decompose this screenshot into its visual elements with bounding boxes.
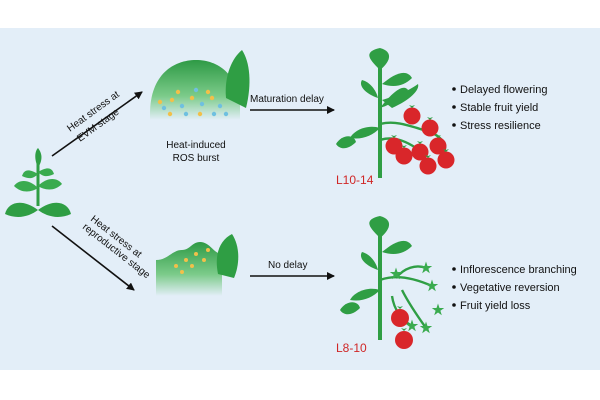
ros-dot (217, 103, 223, 109)
tomato-fruit (437, 151, 455, 169)
outcome-item: Delayed flowering (460, 84, 547, 96)
ros-dot (209, 95, 215, 101)
ros-dot (183, 111, 189, 117)
diagram-canvas: Heat stress at EVM stage Heat stress at … (0, 28, 600, 370)
ros-dot (161, 105, 167, 111)
tomato-fruit (411, 143, 429, 161)
ros-dot (211, 111, 217, 117)
flower-star (425, 279, 439, 292)
outcome-item: Stress resilience (460, 120, 541, 132)
ros-dot (205, 89, 211, 95)
ros-dot (197, 111, 203, 117)
bullet-dot (452, 285, 456, 289)
ros-dots (157, 87, 229, 117)
shoot-caption-line1: Heat-induced (166, 140, 225, 151)
flower-star (419, 321, 433, 334)
fruit-calyx (401, 145, 407, 148)
bullet-dot (452, 303, 456, 307)
flower-star (431, 303, 445, 316)
tomato-fruit (419, 157, 437, 175)
ros-dot (175, 89, 181, 95)
timing-label-top: Maturation delay (250, 94, 324, 105)
arrow-to-evm (51, 91, 143, 157)
flower-stars-bottom (389, 261, 445, 334)
ros-dot (189, 95, 195, 101)
ros-dot (167, 111, 173, 117)
bullet-dot (452, 87, 456, 91)
fruit-calyx (443, 149, 449, 152)
flower-star (389, 267, 403, 280)
fruit-calyx (427, 117, 433, 120)
arrow-to-reproductive (51, 225, 135, 291)
tomato-fruits-bottom (391, 306, 413, 349)
outcome-item: Inflorescence branching (460, 264, 577, 276)
seedling-icon (5, 148, 71, 217)
bullet-dot (452, 267, 456, 271)
timing-label-bottom: No delay (268, 260, 307, 271)
tomato-plant-bottom-icon (340, 216, 433, 340)
ros-dot (193, 87, 199, 93)
ros-dot (223, 111, 229, 117)
outcomes-top: Delayed flowering Stable fruit yield Str… (452, 84, 547, 132)
ros-dot (199, 101, 205, 107)
tomato-fruit (385, 137, 403, 155)
outcome-item: Vegetative reversion (460, 282, 560, 294)
bullet-dot (452, 105, 456, 109)
tomato-fruit (429, 137, 447, 155)
flower-star (405, 319, 419, 332)
diagram-svg: Heat stress at EVM stage Heat stress at … (5, 48, 577, 355)
outcome-item: Stable fruit yield (460, 102, 538, 114)
shoot-apex-reproductive-icon (156, 234, 239, 296)
outcome-item: Fruit yield loss (460, 300, 531, 312)
outcomes-bottom: Inflorescence branching Vegetative rever… (452, 264, 577, 312)
tomato-fruit (403, 107, 421, 125)
bullet-dot (452, 123, 456, 127)
tomato-fruits-top (385, 105, 455, 175)
fruit-calyx (391, 135, 397, 138)
flower-star (419, 261, 433, 274)
ros-dot (157, 99, 163, 105)
ros-dot (169, 97, 175, 103)
fruit-calyx (417, 141, 423, 144)
line-label-bottom: L8-10 (336, 341, 367, 355)
line-label-top: L10-14 (336, 173, 374, 187)
fruit-calyx (425, 155, 431, 158)
tomato-fruit (421, 119, 439, 137)
fruit-calyx (435, 135, 441, 138)
ros-dot (179, 103, 185, 109)
tomato-plant-top-icon (336, 48, 447, 178)
shoot-caption-line2: ROS burst (173, 153, 220, 164)
fruit-calyx (409, 105, 415, 108)
